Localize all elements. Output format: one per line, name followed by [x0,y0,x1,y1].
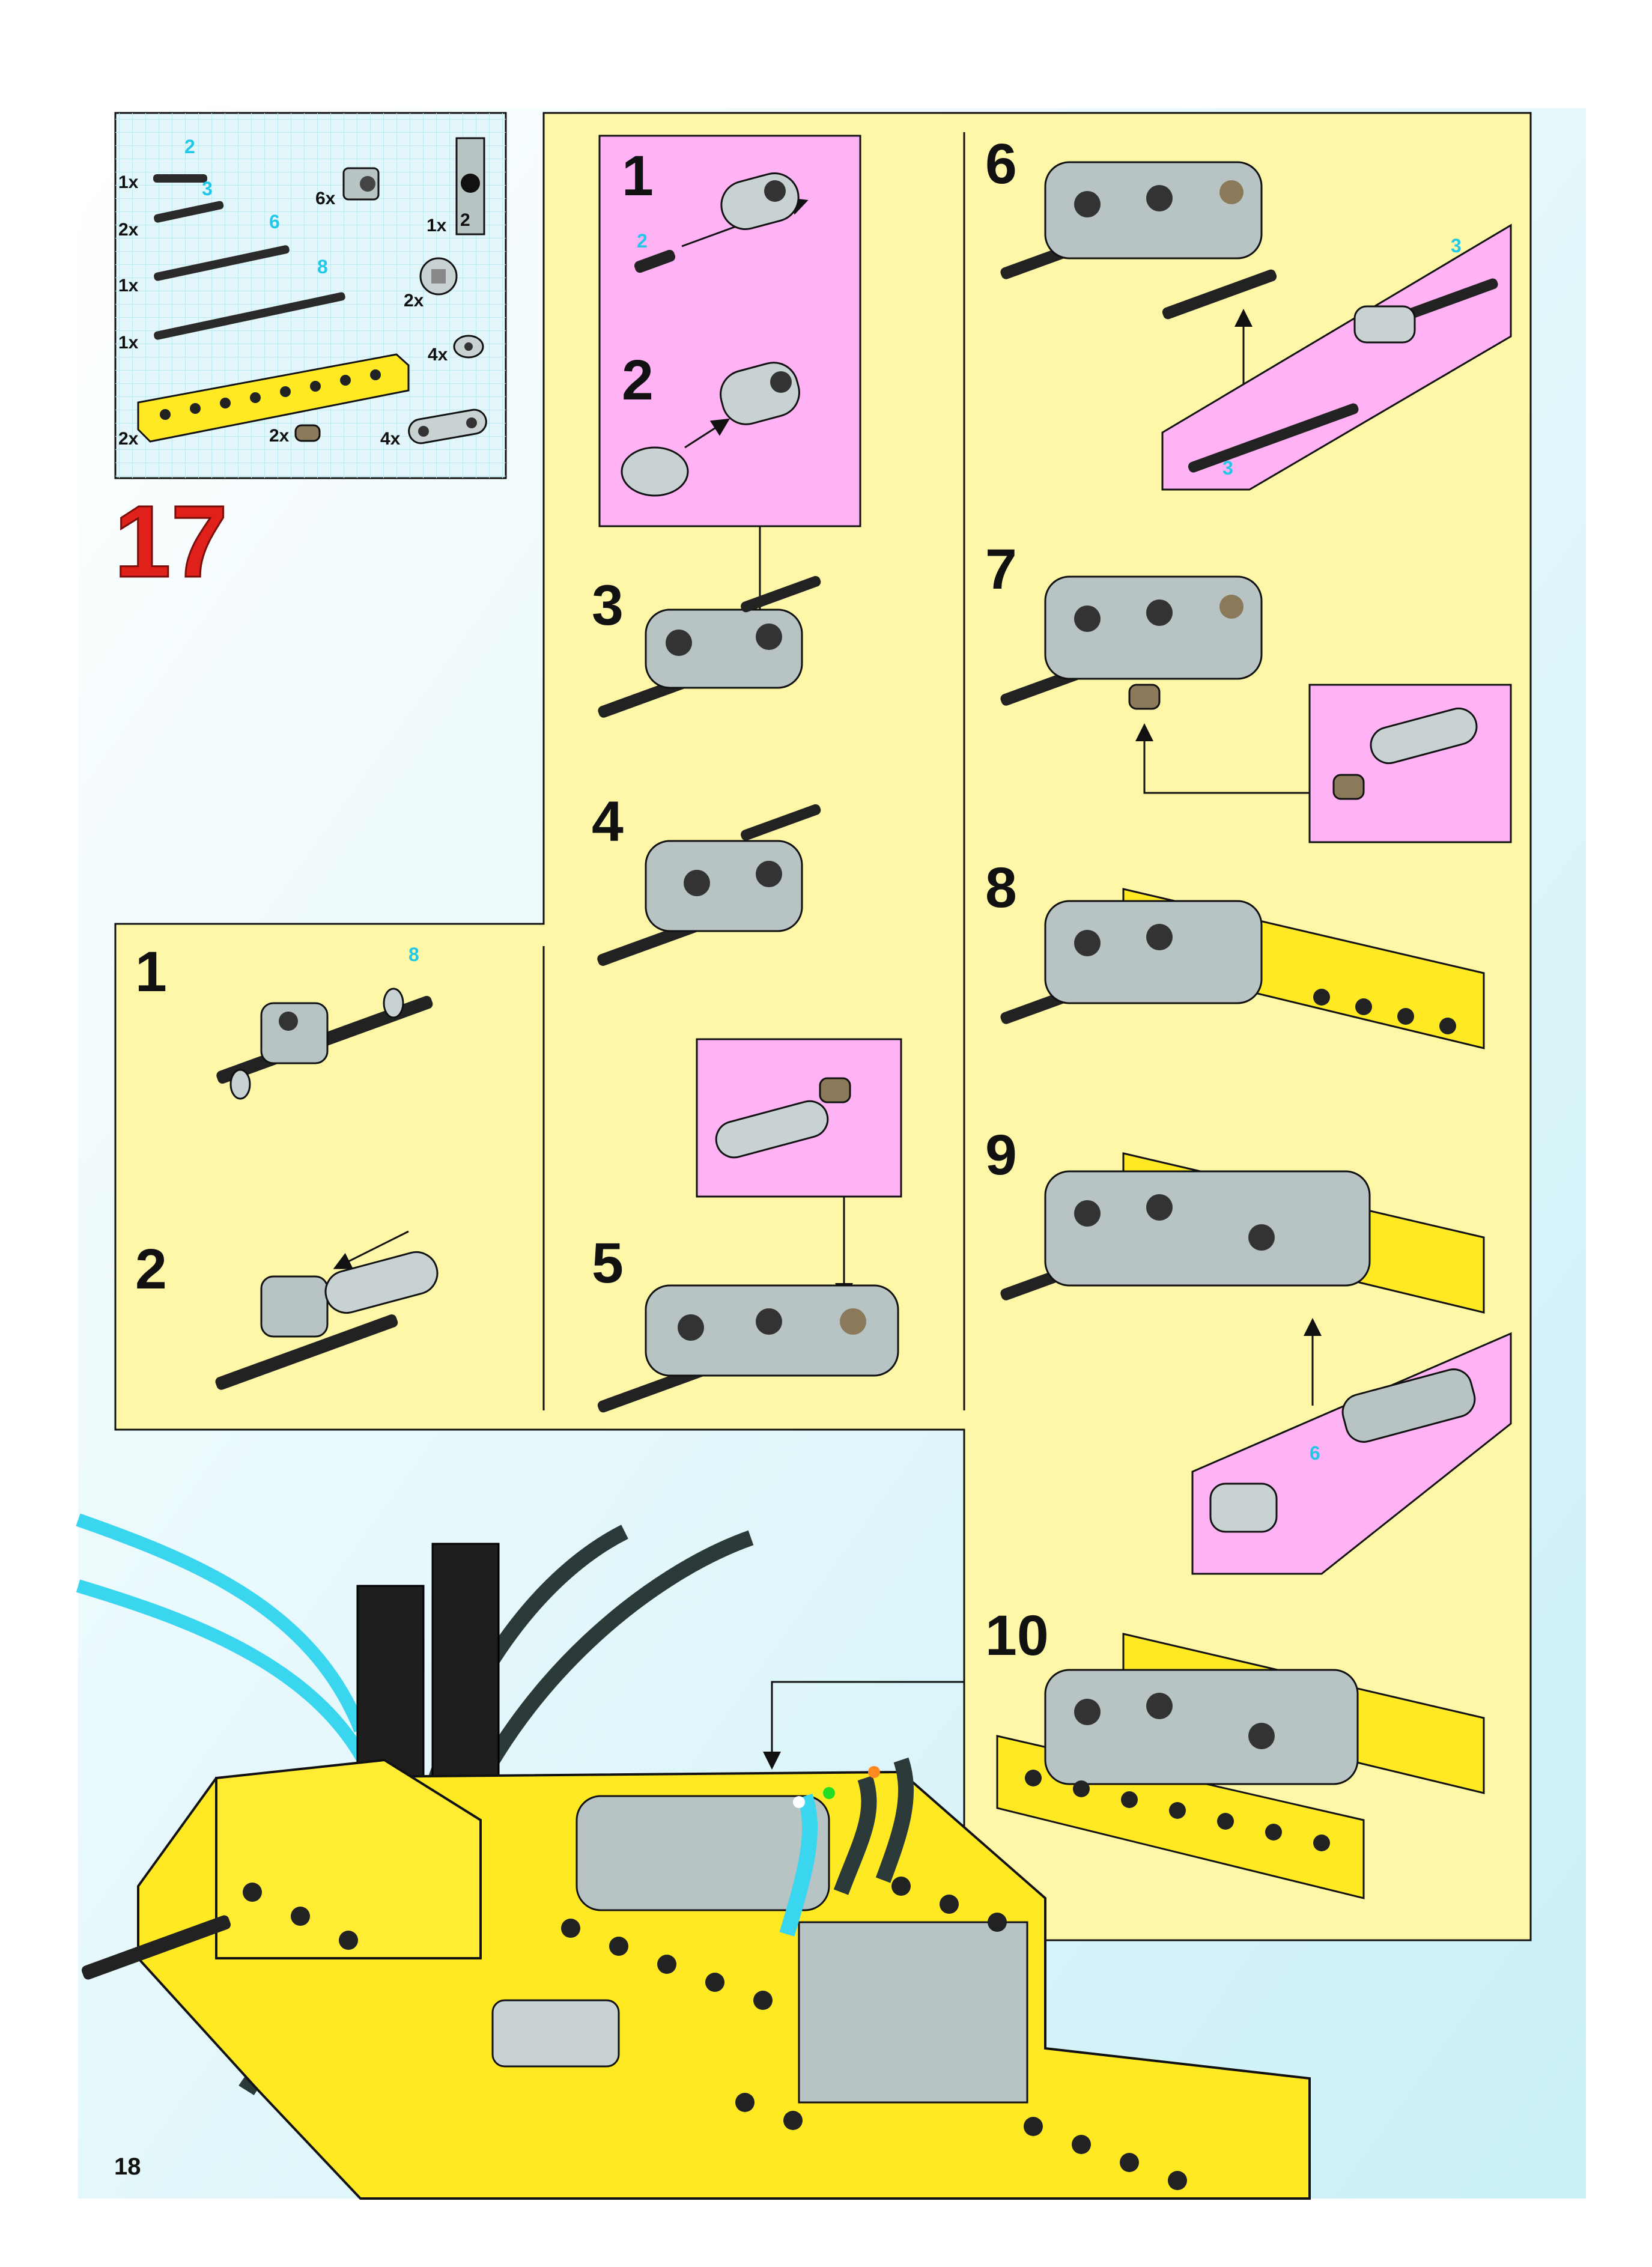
parts-count-pin-axle: 2x [404,291,424,311]
parts-length-axle-8: 8 [317,256,328,278]
parts-count-axle-8: 1x [118,333,139,353]
right-step-8: 8 [985,856,1485,1049]
svg-text:10: 10 [985,1604,1049,1668]
right-step-9: 9 6 [985,1123,1512,1575]
gray-cross-block-part: 6x [315,167,380,208]
parts-count-tan-pin: 2x [269,426,290,446]
parts-count-yellow-beam: 2x [118,429,139,449]
parts-count-axle-3: 2x [118,220,139,240]
gray-liftarm-part: 4x [380,408,487,449]
svg-text:6: 6 [1310,1442,1320,1464]
parts-count-gray-beam: 1x [427,216,447,235]
svg-text:3: 3 [1451,235,1462,256]
svg-text:4: 4 [592,790,624,854]
main-assembly-illustration [76,1513,1311,2200]
svg-text:6: 6 [985,132,1017,196]
axle-6-part: 1x 6 [118,211,290,296]
left-step-1: 1 8 [135,940,433,1100]
yellow-beam-8-part: 2x [118,353,410,449]
tan-pin-part: 2x [269,424,321,446]
svg-text:3: 3 [1222,457,1233,479]
middle-step-3: 3 [592,574,821,718]
parts-count-axle-6: 1x [118,276,139,296]
middle-pink-box: 1 2 2 [598,135,861,527]
svg-text:2: 2 [135,1237,167,1301]
parts-list-panel: 1x 2 2x 3 1x 6 1x 8 2x [114,112,507,479]
gray-beam-2-part: 2 1x [427,137,485,235]
bush-part: 4x [428,335,484,365]
parts-count-cross-block: 6x [315,189,336,208]
step-7-pink-box [1308,684,1512,843]
parts-length-gray-beam: 2 [460,210,470,230]
svg-text:3: 3 [592,574,624,637]
right-step-10: 10 [985,1604,1485,1899]
svg-text:5: 5 [592,1231,624,1295]
step-6-pink-box [1161,223,1512,491]
middle-step-4: 4 [592,790,821,966]
parts-length-axle-6: 6 [269,211,280,232]
main-step-number: 17 [114,485,228,599]
svg-text:9: 9 [985,1123,1017,1187]
pink-step-1-length: 2 [637,230,648,252]
parts-count-bush: 4x [428,345,448,365]
axle-3-part: 2x 3 [118,178,224,240]
step-10-pointer-arrow [763,1681,964,1770]
right-step-7: 7 [985,538,1512,843]
right-step-6: 6 3 3 [985,132,1512,491]
left-step-2: 2 [135,1230,439,1390]
middle-step-5: 5 [592,1038,902,1413]
parts-count-liftarm: 4x [380,429,401,449]
pink-step-2: 2 [622,348,654,412]
page-number: 18 [114,2153,141,2180]
parts-length-axle-3: 3 [202,178,213,199]
svg-text:8: 8 [985,856,1017,920]
gray-pin-axle-part: 2x [404,257,458,311]
svg-text:7: 7 [985,538,1017,601]
parts-length-axle-2: 2 [184,136,195,157]
axle-8-part: 1x 8 [118,256,345,353]
parts-count-axle-2: 1x [118,172,139,192]
axle-2-part: 1x 2 [118,136,207,192]
svg-text:1: 1 [135,940,167,1004]
substeps-yellow-panel [114,112,1532,1941]
pink-step-1: 1 [622,144,654,208]
left-step-1-length: 8 [408,944,419,965]
